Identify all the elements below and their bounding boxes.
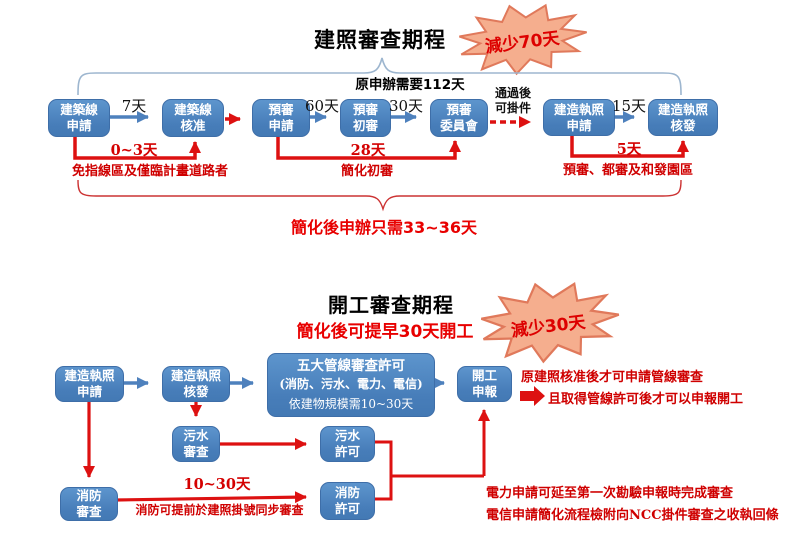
box-label: 建造執照: [553, 101, 604, 117]
block-arrow-icon: [520, 386, 545, 406]
box-label: 核發: [183, 384, 209, 399]
box-label: 依建物規模需10~30天: [288, 397, 414, 411]
box-permit-application: 建造執照 申請: [543, 99, 615, 136]
box-permit-issuance: 建造執照 核發: [648, 99, 718, 136]
box-label: 建造執照: [170, 368, 221, 383]
box-sewage-permit: 污水 許可: [320, 426, 375, 462]
note-bypass-1: 免指線區及僅臨計畫道路者: [71, 164, 228, 179]
box-label: 初審: [352, 118, 378, 133]
box-label: 核准: [180, 118, 206, 133]
starburst-70-icon: [459, 3, 587, 76]
label-pass-line2: 可掛件: [494, 101, 531, 115]
note-right-1: 原建照核准後才可申請管線審查: [521, 370, 704, 385]
box-label: 建築線: [60, 102, 98, 117]
box-construction-start-report: 開工 申報: [457, 366, 512, 402]
bypass-path-28days: [276, 133, 461, 160]
box-label: 審查: [76, 504, 102, 519]
red-connector: [373, 440, 484, 501]
note-bypass-3: 預審、都審及和發園區: [562, 163, 693, 178]
box-sewage-review: 污水 審查: [172, 426, 220, 462]
starburst-30-icon: [481, 281, 620, 364]
box-label: 申請: [66, 118, 92, 133]
box-permit-application-2: 建造執照 申請: [55, 366, 124, 402]
simplified-days-label: 簡化後申辦只需33~36天: [291, 218, 477, 237]
box-label: 污水: [183, 428, 209, 443]
box-label: (消防、污水、電力、電信): [279, 377, 423, 391]
note-power: 電力申請可延至第一次勘驗申報時完成審查: [486, 486, 734, 501]
original-days-label: 原申辦需要112天: [355, 77, 465, 93]
note-telecom: 電信申請簡化流程檢附向NCC掛件審查之收執回條: [486, 508, 779, 523]
box-building-line-approval: 建築線 核准: [162, 99, 224, 137]
box-fire-review: 消防 審查: [60, 487, 118, 521]
box-building-line-application: 建築線 申請: [48, 99, 110, 137]
chart2-subtitle: 簡化後可提早30天開工: [296, 322, 474, 342]
label-10-30days: 10~30天: [183, 476, 251, 493]
box-preview-application: 預審 申請: [252, 99, 310, 137]
box-label: 委員會: [440, 118, 478, 133]
brace-bottom: [77, 179, 682, 212]
label-28days: 28天: [350, 142, 386, 159]
box-label: 審查: [183, 444, 209, 459]
label-pass-line1: 通過後: [494, 86, 531, 100]
label-30days: 30天: [388, 97, 424, 115]
chart1-title: 建照審查期程: [314, 28, 446, 52]
box-preview-committee: 預審 委員會: [430, 99, 488, 137]
box-label: 許可: [334, 501, 360, 516]
box-label: 五大管線審查許可: [297, 358, 405, 374]
box-preview-initial-review: 預審 初審: [340, 99, 391, 137]
label-60days: 60天: [304, 97, 340, 115]
box-label: 消防: [76, 488, 102, 503]
box-label: 許可: [334, 444, 360, 459]
note-bypass-2: 簡化初審: [340, 164, 393, 179]
chart2-title: 開工審查期程: [328, 293, 454, 317]
bypass-path-5days: [570, 132, 689, 158]
label-15days: 15天: [611, 97, 647, 115]
box-label: 核發: [670, 117, 696, 133]
box-label: 申請: [76, 384, 102, 399]
box-label: 建築線: [174, 102, 212, 117]
box-label: 預審: [268, 102, 294, 117]
label-0-3days: 0~3天: [110, 142, 158, 159]
box-fire-permit: 消防 許可: [320, 482, 375, 520]
box-label: 預審: [352, 102, 378, 117]
note-right-2: 且取得管線許可後才可以申報開工: [548, 392, 744, 407]
box-label: 建造執照: [657, 101, 708, 117]
box-label: 開工: [471, 368, 497, 383]
box-label: 申請: [268, 118, 294, 133]
label-7days: 7天: [121, 97, 147, 115]
box-permit-issuance-2: 建造執照 核發: [162, 366, 230, 402]
bypass-path-0-3days: [73, 134, 201, 160]
arrow-fire-permit: [115, 491, 307, 504]
box-label: 申報: [471, 384, 497, 399]
box-label: 申請: [566, 117, 592, 133]
box-label: 建造執照: [64, 368, 115, 383]
box-label: 污水: [334, 428, 360, 443]
label-5days: 5天: [616, 141, 642, 158]
box-five-pipelines-review: 五大管線審查許可 (消防、污水、電力、電信) 依建物規模需10~30天: [267, 353, 435, 417]
note-fire-parallel: 消防可提前於建照掛號同步審查: [135, 503, 304, 517]
box-label: 預審: [446, 102, 472, 117]
brace-top: [77, 57, 682, 96]
box-label: 消防: [334, 485, 360, 500]
